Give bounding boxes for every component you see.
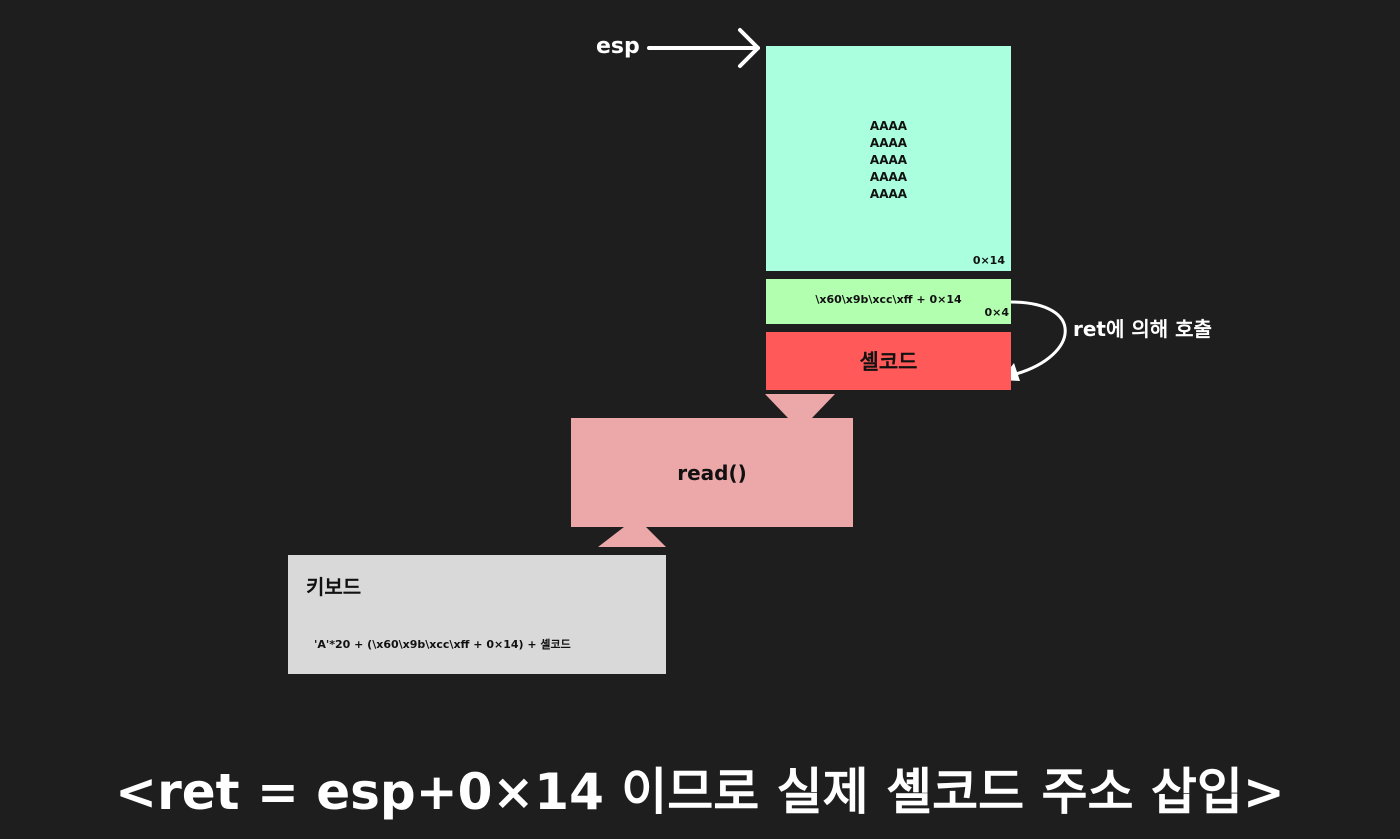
ret-call-label: ret에 의해 호출 [1073,317,1212,341]
diagram-caption: <ret = esp+0×14 이므로 실제 셸코드 주소 삽입> [115,763,1285,821]
keyboard-block: 키보드 'A'*20 + (\x60\x9b\xcc\xff + 0×14) +… [288,555,666,674]
ret-size-label: 0×4 [984,306,1009,319]
keyboard-input-payload: 'A'*20 + (\x60\x9b\xcc\xff + 0×14) + 셸코드 [314,638,571,651]
ret-address-value: \x60\x9b\xcc\xff + 0×14 [815,293,962,306]
ret-address-block: \x60\x9b\xcc\xff + 0×14 0×4 [766,279,1011,324]
shellcode-block: 셸코드 [766,332,1011,390]
buffer-content: AAAA AAAA AAAA AAAA AAAA [766,118,1011,203]
read-input-connector [765,394,835,418]
buffer-line: AAAA [869,119,908,133]
stack-buffer-block: AAAA AAAA AAAA AAAA AAAA 0×14 [766,46,1011,271]
esp-arrow-icon [647,28,760,68]
buffer-line: AAAA [869,170,908,184]
buffer-size-label: 0×14 [972,254,1005,267]
read-function-block: read() [571,418,853,527]
buffer-line: AAAA [869,153,908,167]
esp-label: esp [596,34,640,59]
buffer-line: AAAA [869,187,908,201]
buffer-line: AAAA [869,136,908,150]
keyboard-output-connector [598,527,666,547]
keyboard-title: 키보드 [306,575,362,599]
